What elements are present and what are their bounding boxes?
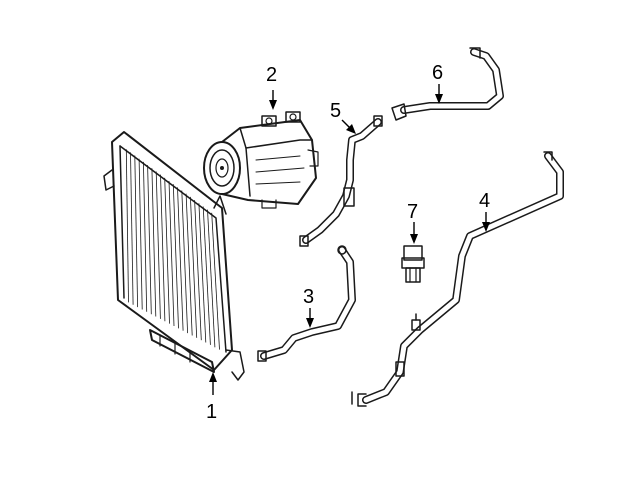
condenser-fin xyxy=(207,209,216,348)
callout-2: 2 xyxy=(266,64,277,110)
condenser-fin xyxy=(185,193,193,336)
svg-text:6: 6 xyxy=(432,62,443,84)
svg-text:7: 7 xyxy=(407,201,418,223)
condenser-fin xyxy=(211,212,220,350)
svg-text:1: 1 xyxy=(206,401,217,423)
condenser-fin xyxy=(134,155,138,308)
condenser-fin xyxy=(168,180,175,327)
hose-part-3[interactable] xyxy=(257,245,356,362)
condenser-fin xyxy=(181,190,188,334)
callout-4: 4 xyxy=(479,190,490,232)
callout-6: 6 xyxy=(432,62,443,104)
callout-3: 3 xyxy=(303,286,314,328)
compressor-part-2[interactable] xyxy=(203,111,319,209)
callout-1: 1 xyxy=(206,372,217,423)
callout-7: 7 xyxy=(407,201,418,244)
condenser-fin xyxy=(147,165,152,315)
hose-part-5[interactable] xyxy=(299,115,383,247)
condenser-fin xyxy=(172,184,179,329)
condenser-fin xyxy=(160,174,166,322)
svg-text:5: 5 xyxy=(330,100,341,122)
condenser-fin xyxy=(194,200,202,341)
pressure-switch-part-7[interactable] xyxy=(401,245,425,283)
condenser-fin xyxy=(202,206,211,345)
condenser-fin xyxy=(125,149,129,303)
condenser-fin xyxy=(164,177,170,324)
condenser-fin xyxy=(138,158,143,310)
callout-5: 5 xyxy=(330,100,356,134)
line-part-6[interactable] xyxy=(391,47,504,121)
condenser-fin xyxy=(198,203,207,343)
svg-text:3: 3 xyxy=(303,286,314,308)
condenser-fin xyxy=(143,161,148,312)
condenser-fin xyxy=(155,171,161,319)
line-part-4[interactable] xyxy=(351,151,564,407)
svg-text:4: 4 xyxy=(479,190,490,212)
svg-text:2: 2 xyxy=(266,64,277,86)
condenser-part-1[interactable] xyxy=(103,131,245,381)
condenser-fin xyxy=(130,152,134,305)
condenser-fin xyxy=(177,187,184,331)
condenser-fin xyxy=(151,168,157,317)
condenser-fin xyxy=(190,196,198,338)
